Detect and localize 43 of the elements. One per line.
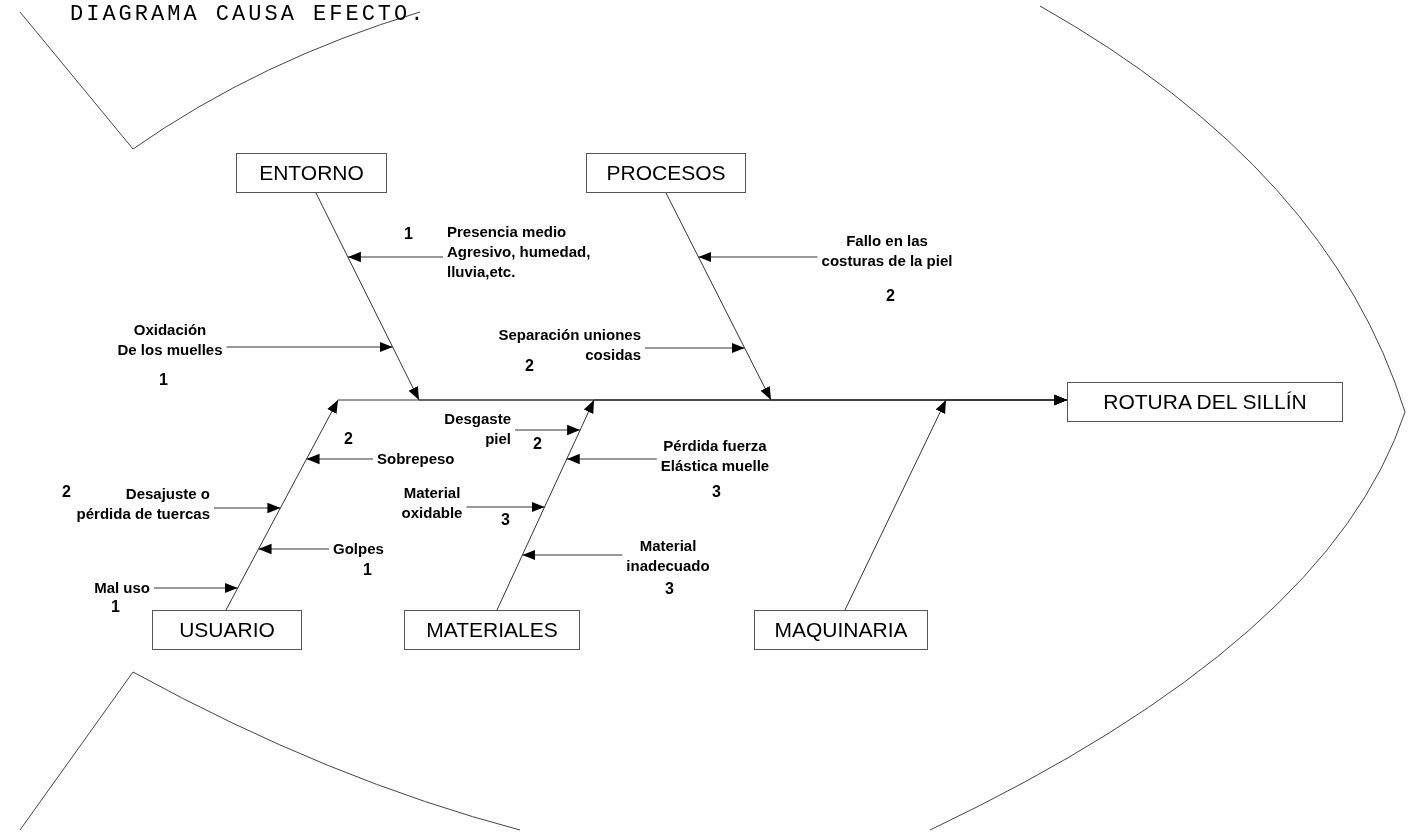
category-box: USUARIO (152, 610, 302, 650)
rank-number: 2 (525, 356, 534, 376)
cause-label: Golpes (333, 537, 384, 559)
rank-number: 1 (159, 370, 168, 390)
cause-label: Desgaste piel (444, 407, 511, 449)
arrow (521, 549, 623, 561)
arrow (226, 341, 394, 353)
rank-number: 3 (501, 510, 510, 530)
cause-label: Mal uso (94, 576, 150, 598)
rank-number: 1 (363, 560, 372, 580)
arrow (644, 342, 746, 354)
cause-label: Oxidación De los muelles (117, 318, 223, 360)
category-box: MATERIALES (404, 610, 580, 650)
category-box: ENTORNO (236, 153, 387, 193)
category-box: MAQUINARIA (754, 610, 928, 650)
rank-number: 2 (886, 286, 895, 306)
rank-number: 2 (62, 482, 71, 502)
category-box: ROTURA DEL SILLÍN (1067, 382, 1343, 422)
arrow (465, 501, 546, 513)
arrow (844, 394, 1068, 611)
arrow (213, 502, 281, 514)
rank-number: 2 (533, 434, 542, 454)
cause-label: Pérdida fuerza Elástica muelle (660, 434, 770, 476)
arrow (514, 424, 581, 436)
cause-label: Sobrepeso (377, 447, 455, 469)
rank-number: 1 (111, 597, 120, 617)
rank-number: 2 (344, 429, 353, 449)
arrow (306, 453, 374, 465)
cause-label: Presencia medio Agresivo, humedad, lluvia,etc. (447, 220, 591, 282)
cause-label: Desajuste o pérdida de tuercas (76, 482, 210, 524)
arrow (153, 582, 239, 594)
diagram-title: DIAGRAMA CAUSA EFECTO. (70, 2, 427, 27)
arrow (258, 543, 330, 555)
arrow (697, 251, 819, 263)
rank-number: 3 (665, 579, 674, 599)
category-box: PROCESOS (586, 153, 746, 193)
cause-label: Material inadecuado (626, 534, 710, 576)
rank-number: 1 (404, 224, 413, 244)
arrow (566, 453, 658, 465)
arrow (347, 251, 444, 263)
cause-label: Material oxidable (401, 481, 463, 523)
cause-label: Fallo en las costuras de la piel (821, 229, 953, 271)
rank-number: 3 (712, 482, 721, 502)
